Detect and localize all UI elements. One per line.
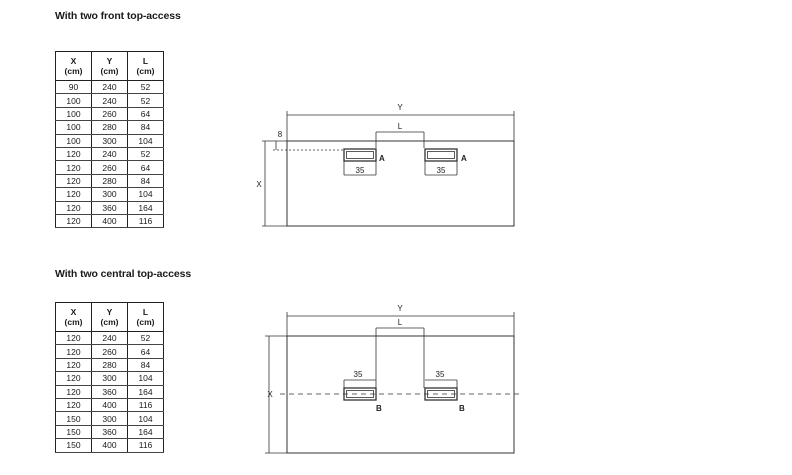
column-header: Y(cm) [91,51,128,81]
diagram-front-labels: Y L X 8 35 35 A A [256,103,467,189]
label-access-left: B [376,404,382,413]
access-opening-right [424,387,458,401]
access-opening-right-inner [427,390,455,398]
table-cell: 64 [127,160,164,175]
section-central-title: With two central top-access [55,268,192,280]
diagram-central-labels: Y L X 35 35 B B [267,304,465,413]
column-header-unit: (cm) [100,66,119,76]
table-cell: 64 [127,344,164,359]
table-cell: 52 [127,93,164,108]
access-opening-left-inner [346,390,374,398]
column-header-unit: (cm) [136,317,155,327]
column-header-unit: (cm) [64,66,83,76]
access-opening-right-inner [427,151,455,159]
table-cell: 164 [127,201,164,215]
table-cell: 52 [127,147,164,162]
table-header-row: X(cm)Y(cm)L(cm) [55,302,164,332]
column-header-unit: (cm) [64,317,83,327]
label-y: Y [397,304,403,313]
table-cell: 84 [127,174,164,189]
label-35-right: 35 [436,370,445,379]
label-35-left: 35 [356,166,365,175]
column-header-symbol: L [142,56,149,66]
label-access-left: A [379,154,385,163]
label-x: X [267,390,273,399]
tank-outline [286,335,515,454]
label-x: X [256,180,262,189]
table-cell: 104 [127,411,164,426]
table-cell: 116 [127,438,164,453]
label-l: L [398,318,403,327]
table-cell: 52 [127,80,164,95]
access-opening-left [343,387,377,401]
column-header-symbol: Y [106,56,113,66]
label-l: L [398,122,403,131]
column-header-symbol: L [142,307,149,317]
table-cell: 104 [127,371,164,386]
table-header-row: X(cm)Y(cm)L(cm) [55,51,164,81]
table-cell: 84 [127,358,164,373]
column-header-unit: (cm) [136,66,155,76]
table-cell: 84 [127,120,164,135]
table-cell: 116 [127,398,164,413]
access-opening-left-inner [346,151,374,159]
diagram-central [265,312,520,454]
table-cell: 104 [127,134,164,148]
section-front-title: With two front top-access [55,10,181,22]
label-offset: 8 [278,130,283,139]
label-35-left: 35 [354,370,363,379]
diagram-front [262,111,515,227]
label-access-right: B [459,404,465,413]
label-y: Y [397,103,403,112]
table-cell: 52 [127,331,164,346]
column-header: L(cm) [127,51,164,81]
table-cell: 64 [127,107,164,122]
column-header: X(cm) [55,51,92,81]
access-opening-right [424,148,458,162]
column-header-symbol: X [70,56,77,66]
table-cell: 164 [127,425,164,440]
table-cell: 164 [127,385,164,399]
column-header-symbol: X [70,307,77,317]
column-header-symbol: Y [106,307,113,317]
column-header: Y(cm) [91,302,128,332]
label-access-right: A [461,154,467,163]
label-35-right: 35 [437,166,446,175]
tank-outline [286,140,515,227]
table-cell: 116 [127,214,164,229]
access-opening-left [343,148,377,162]
table-cell: 104 [127,187,164,202]
column-header-unit: (cm) [100,317,119,327]
column-header: L(cm) [127,302,164,332]
